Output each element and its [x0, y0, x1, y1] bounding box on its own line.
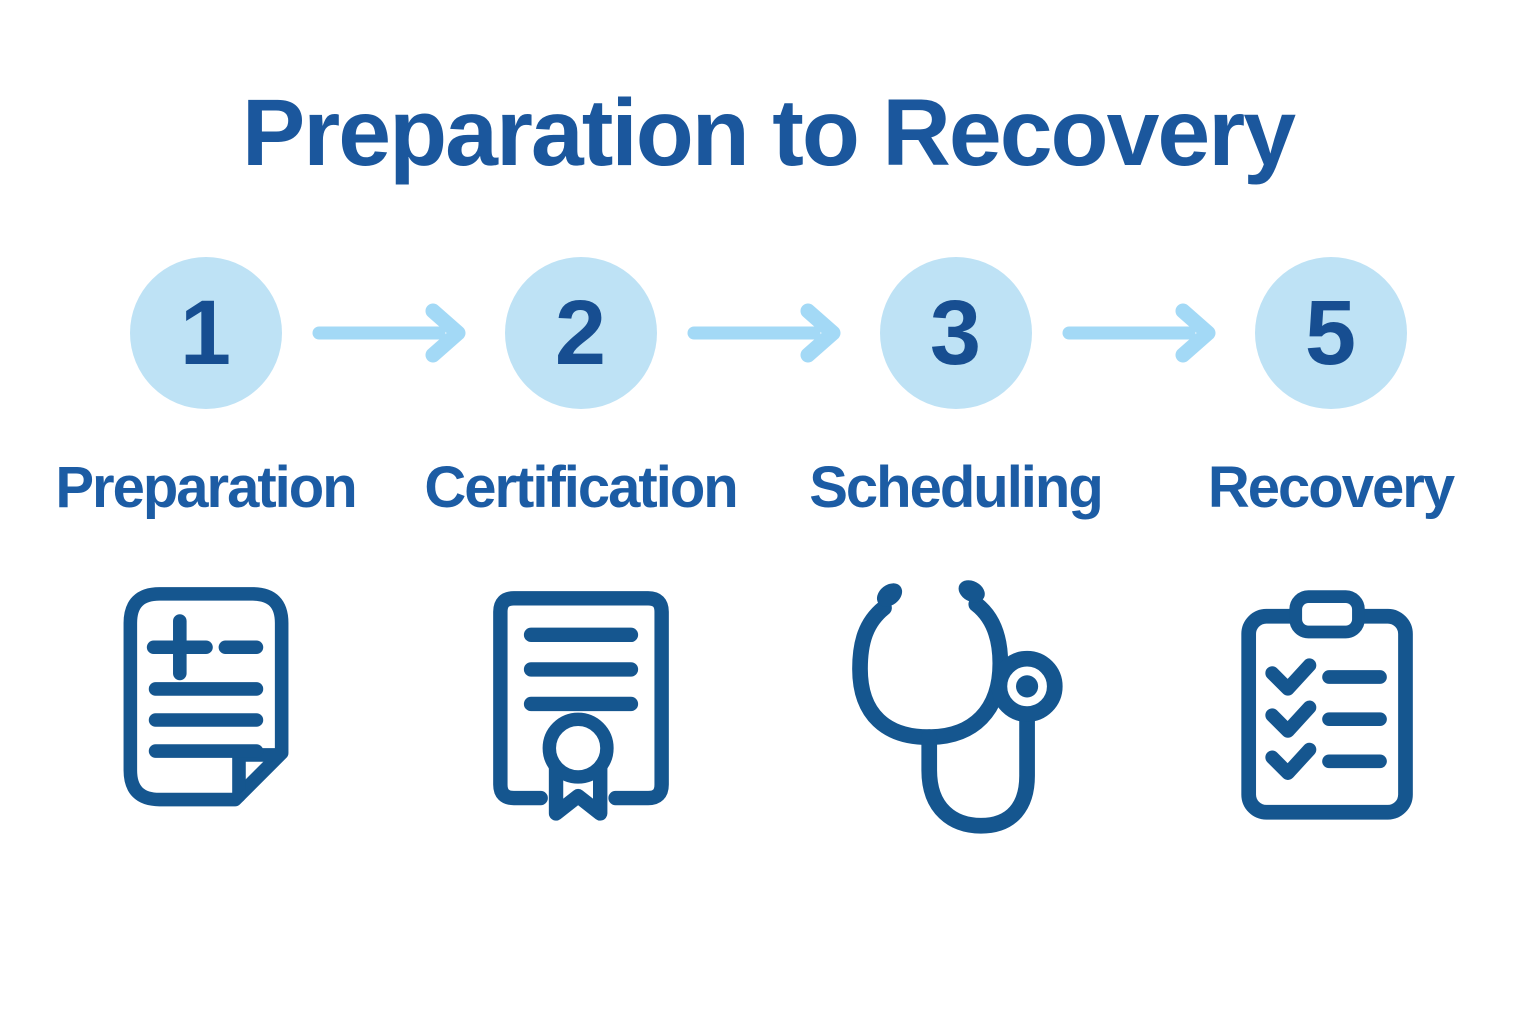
step-number: 1: [179, 282, 232, 384]
step-icons-row: [18, 558, 1518, 848]
certificate-icon: [485, 579, 677, 827]
step-labels-row: Preparation Certification Scheduling Rec…: [18, 452, 1518, 524]
step-label-preparation: Preparation: [55, 455, 357, 520]
medical-document-icon: [109, 582, 303, 825]
step-circle-4: 5: [1254, 257, 1407, 409]
page-title: Preparation to Recovery: [241, 80, 1296, 186]
step-number: 3: [929, 282, 982, 384]
step-number: 2: [554, 282, 607, 384]
step-circle-3: 3: [879, 257, 1032, 409]
step-label-certification: Certification: [424, 455, 738, 520]
step-label-recovery: Recovery: [1207, 455, 1455, 520]
step-circle-2: 2: [504, 257, 657, 409]
right-arrow-icon: [684, 301, 852, 365]
step-circles-row: 1 2 3 5: [18, 257, 1518, 409]
step-label-scheduling: Scheduling: [809, 455, 1104, 520]
right-arrow-icon: [309, 301, 477, 365]
step-number: 5: [1304, 282, 1357, 384]
checklist-clipboard-icon: [1233, 581, 1429, 826]
step-circle-1: 1: [129, 257, 282, 409]
stethoscope-icon: [836, 569, 1076, 837]
right-arrow-icon: [1059, 301, 1227, 365]
